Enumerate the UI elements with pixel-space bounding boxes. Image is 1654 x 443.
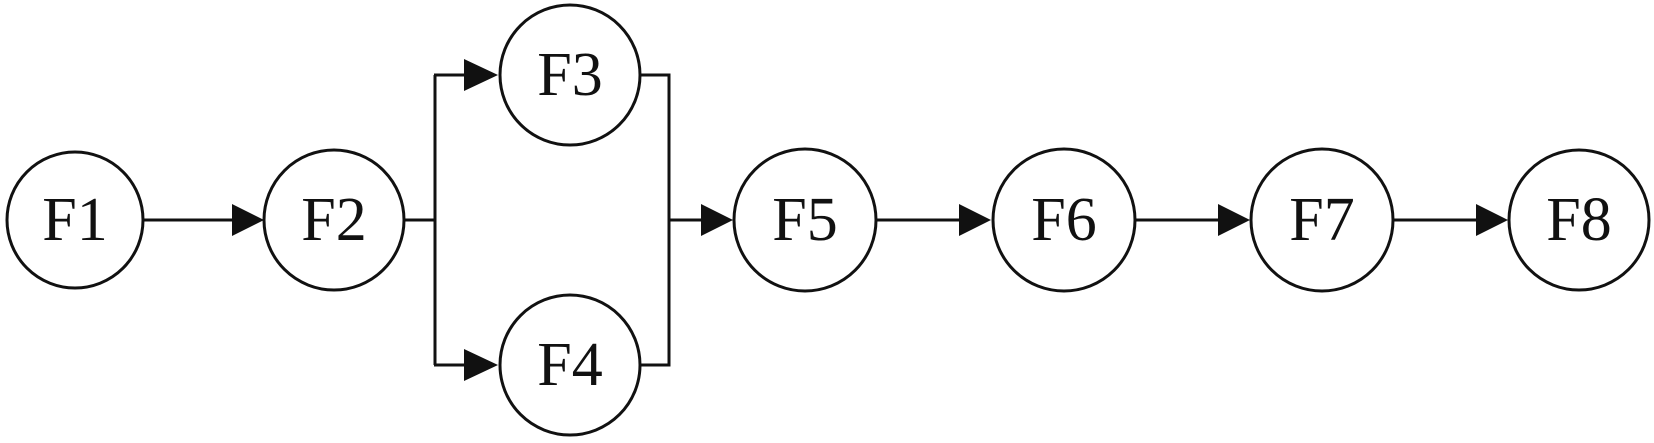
node-f2: F2 <box>262 148 406 292</box>
node-label-f7: F7 <box>1289 186 1354 254</box>
node-label-f6: F6 <box>1031 186 1096 254</box>
node-label-f3: F3 <box>537 41 602 109</box>
node-label-f1: F1 <box>42 186 107 254</box>
edge-merge-f5 <box>668 204 733 236</box>
node-f3: F3 <box>498 3 642 147</box>
edge-f5-f6 <box>877 204 991 236</box>
edge-f2-f3 <box>434 59 498 91</box>
node-f7: F7 <box>1249 147 1395 293</box>
node-label-f5: F5 <box>772 186 837 254</box>
node-label-f2: F2 <box>301 186 366 254</box>
node-label-f8: F8 <box>1546 186 1611 254</box>
node-f5: F5 <box>732 147 878 293</box>
node-f4: F4 <box>498 293 642 437</box>
node-f8: F8 <box>1507 148 1651 292</box>
node-f6: F6 <box>991 147 1137 293</box>
edge-f1-f2 <box>143 204 264 236</box>
node-label-f4: F4 <box>537 331 602 399</box>
edge-f2-f4 <box>434 349 498 381</box>
edge-f3-merge <box>641 73 671 367</box>
edge-f6-f7 <box>1135 204 1250 236</box>
edges <box>143 59 1508 381</box>
edge-f2-split <box>405 75 437 365</box>
nodes: F1 F2 F3 F4 F5 F6 F7 F8 <box>5 3 1651 437</box>
node-f1: F1 <box>5 150 145 290</box>
edge-f7-f8 <box>1394 204 1508 236</box>
